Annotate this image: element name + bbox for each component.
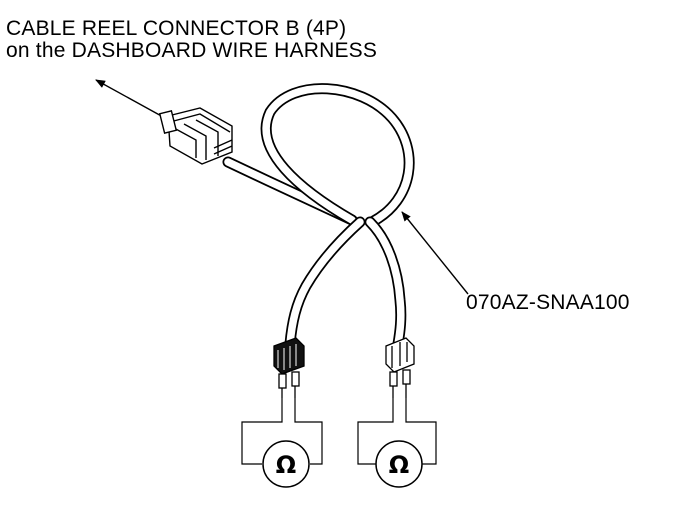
connector-callout-line1: CABLE REEL CONNECTOR B (4P) (6, 17, 347, 40)
right-test-plug-icon (385, 337, 415, 398)
cable-reel-connector-icon (158, 107, 233, 165)
harness-cables (222, 83, 415, 350)
ohmmeter-icon: Ω (262, 440, 310, 488)
connector-callout-line2: on the DASHBOARD WIRE HARNESS (6, 39, 378, 62)
right-ohm-symbol: Ω (389, 451, 409, 479)
part-number-label: 070AZ-SNAA100 (466, 291, 630, 314)
left-ohmmeter-circuit (241, 398, 323, 465)
connector-leader-arrow (95, 79, 166, 119)
left-ohm-symbol: Ω (276, 451, 296, 479)
ohmmeter-icon: Ω (375, 440, 423, 488)
right-ohmmeter-circuit (357, 398, 437, 465)
left-test-plug-icon (273, 337, 305, 398)
connector-callout-label: CABLE REEL CONNECTOR B (4P) on the DASHB… (6, 18, 377, 62)
part-leader-arrow (401, 211, 469, 295)
